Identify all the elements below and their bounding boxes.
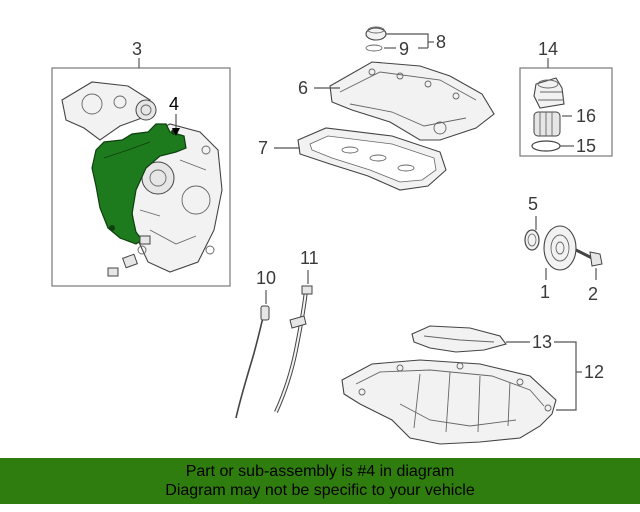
assembly-14-box bbox=[519, 67, 613, 157]
callout-1[interactable]: 1 bbox=[540, 282, 550, 302]
oil-filter-cap bbox=[533, 77, 565, 109]
callout-8[interactable]: 8 bbox=[436, 32, 446, 52]
callout-2[interactable]: 2 bbox=[588, 284, 598, 304]
callout-13[interactable]: 13 bbox=[532, 332, 552, 352]
banner-line-1: Part or sub-assembly is #4 in diagram bbox=[185, 463, 455, 480]
parts-diagram: 3 4 9 bbox=[51, 26, 613, 445]
callout-15[interactable]: 15 bbox=[576, 136, 596, 156]
callout-11[interactable]: 11 bbox=[300, 248, 319, 268]
callout-12[interactable]: 12 bbox=[584, 362, 604, 382]
oil-filler-cap bbox=[365, 26, 387, 52]
part-info-banner: Part or sub-assembly is #4 in diagram Di… bbox=[0, 458, 640, 504]
valve-cover-gasket bbox=[297, 127, 447, 191]
callout-4[interactable]: 4 bbox=[169, 94, 179, 114]
oil-pan-baffle bbox=[411, 325, 507, 353]
callout-6[interactable]: 6 bbox=[298, 78, 308, 98]
oil-pump-housing bbox=[61, 81, 157, 141]
callout-7[interactable]: 7 bbox=[258, 138, 268, 158]
dowel-pins bbox=[107, 235, 151, 277]
callout-9[interactable]: 9 bbox=[399, 39, 409, 59]
callout-5[interactable]: 5 bbox=[528, 194, 538, 214]
dipstick bbox=[235, 305, 270, 419]
dipstick-tube bbox=[274, 285, 313, 413]
callout-10[interactable]: 10 bbox=[256, 268, 276, 288]
crankshaft-seal bbox=[524, 229, 540, 251]
part-4-highlighted[interactable] bbox=[91, 123, 187, 245]
callout-3[interactable]: 3 bbox=[132, 39, 142, 59]
assembly-3-box bbox=[51, 67, 231, 287]
callout-16[interactable]: 16 bbox=[576, 106, 596, 126]
valve-cover bbox=[329, 61, 495, 141]
oil-filter-seal bbox=[531, 140, 561, 152]
banner-line-2: Diagram may not be specific to your vehi… bbox=[165, 482, 475, 499]
oil-filter-element bbox=[533, 111, 561, 137]
oil-pan bbox=[341, 359, 557, 445]
callout-14[interactable]: 14 bbox=[538, 39, 558, 59]
pulley-bolt bbox=[575, 248, 603, 267]
crankshaft-pulley bbox=[543, 225, 577, 271]
